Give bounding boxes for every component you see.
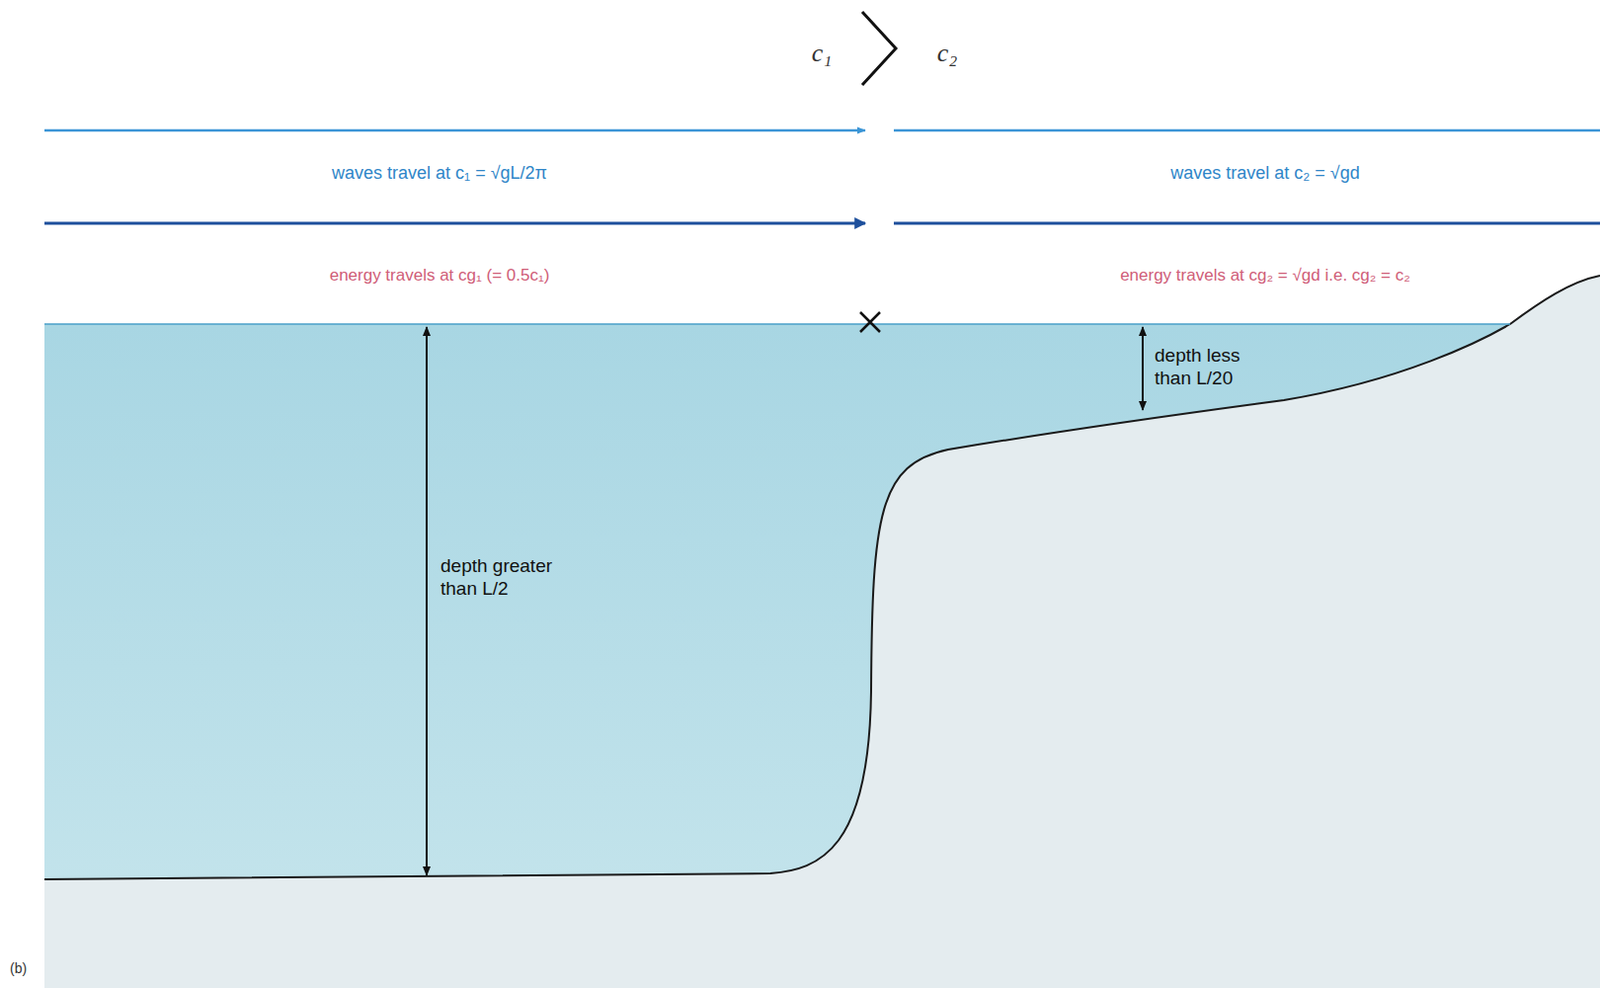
greater-than-symbol — [862, 11, 896, 85]
energy-speed-line — [893, 222, 1600, 226]
wave-speed-line — [893, 129, 1600, 133]
speed-symbol: c₁ — [811, 37, 833, 69]
seabed-line — [44, 275, 1600, 880]
depth-arrow — [1141, 326, 1144, 410]
energy-speed-label: energy travels at cg₂ = √gd i.e. cg₂ = c… — [1120, 265, 1411, 286]
energy-speed-arrow — [44, 222, 866, 226]
energy-speed-label: energy travels at cg₁ (= 0.5c₁) — [329, 265, 551, 286]
cross-marker — [860, 312, 880, 332]
panel-label: (b) — [9, 960, 27, 977]
depth-label: depth less than L/20 — [1154, 344, 1266, 391]
wave-speed-label: waves travel at c₁ = √gL/2π — [331, 162, 548, 185]
seabed — [44, 275, 1600, 988]
speed-symbol: c₂ — [937, 37, 959, 69]
depth-label: depth greater than L/2 — [440, 555, 579, 601]
wave-speed-arrow — [44, 129, 866, 133]
wave-speed-label: waves travel at c₂ = √gd — [1170, 162, 1360, 185]
water-surface — [44, 322, 1511, 325]
depth-arrow — [425, 326, 428, 876]
